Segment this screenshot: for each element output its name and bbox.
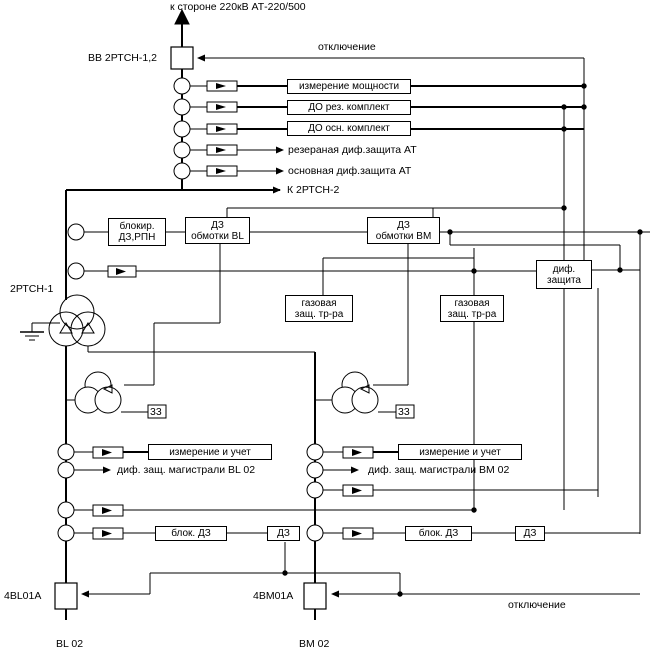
dz-bl-line1: ДЗ — [211, 219, 224, 231]
transformer-label: 2РТСН-1 — [10, 283, 54, 295]
ct-top-4 — [173, 141, 191, 159]
breaker-vv — [170, 46, 194, 70]
block-dz-rpn-box: блокир. ДЗ,РПН — [108, 218, 166, 246]
measurement-right-box: измерение и учет — [398, 444, 522, 460]
ct-top-1 — [173, 77, 191, 95]
gas1-line1: газовая — [301, 297, 337, 309]
gas-protection-box-1: газовая защ. тр-ра — [285, 295, 353, 322]
zz-right-label: 33 — [398, 406, 410, 418]
diff-bl-label: диф. защ. магистрали BL 02 — [117, 464, 256, 476]
bus-left-label: BL 02 — [56, 638, 84, 650]
diff-protection-box: диф. защита — [536, 260, 592, 289]
dz-right-box: ДЗ — [515, 526, 545, 541]
dz-left-box: ДЗ — [267, 526, 300, 541]
dz-bm-line2: обмотки ВМ — [375, 230, 432, 242]
block-dz-line1: блокир. — [119, 221, 155, 232]
block-dz-left-box: блок. ДЗ — [155, 526, 227, 541]
top-destination-label: к стороне 220кВ АТ-220/500 — [170, 1, 306, 13]
top-arrow — [174, 8, 190, 25]
dz-winding-bl-box: ДЗ обмотки BL — [185, 217, 250, 244]
breaker-right-label: 4BM01A — [253, 590, 294, 602]
ct-top-3 — [173, 120, 191, 138]
measurement-left-box: измерение и учет — [148, 444, 272, 460]
diff-line2: защита — [547, 274, 581, 286]
diff-bm-label: диф. защ. магистрали BM 02 — [368, 464, 510, 476]
breaker-vv-label: ВВ 2РТСН-1,2 — [88, 52, 157, 64]
gas2-line2: защ. тр-ра — [447, 308, 497, 320]
power-measurement-box: измерение мощности — [287, 79, 411, 94]
trip-label-top: отключение — [318, 41, 376, 53]
dz-winding-bm-box: ДЗ обмотки ВМ — [367, 217, 440, 244]
gas2-line1: газовая — [454, 297, 490, 309]
ct-top-5 — [173, 162, 191, 180]
main-diff-label: основная диф.защита АТ — [288, 165, 412, 177]
breaker-left-label: 4BL01A — [4, 590, 42, 602]
do-main-box: ДО осн. комплект — [287, 121, 411, 136]
do-reserve-box: ДО рез. комплект — [287, 100, 411, 115]
bus-right-label: BM 02 — [299, 638, 330, 650]
block-dz-right-box: блок. ДЗ — [405, 526, 472, 541]
trip-label-bottom: отключение — [508, 599, 566, 611]
diff-line1: диф. — [552, 263, 576, 275]
ct-connectors-top — [190, 85, 207, 172]
reserve-diff-label: резераная диф.защита АТ — [288, 144, 417, 156]
gas-protection-box-2: газовая защ. тр-ра — [440, 295, 504, 322]
zz-left-label: 33 — [150, 406, 162, 418]
gas1-line2: защ. тр-ра — [294, 308, 344, 320]
block-dz-line2: ДЗ,РПН — [118, 232, 156, 243]
dz-bm-line1: ДЗ — [397, 219, 410, 231]
to-2rtsn2-label: К 2РТСН-2 — [287, 184, 340, 196]
relay-arrows-top — [216, 83, 226, 174]
dz-bl-line2: обмотки BL — [191, 230, 244, 242]
ct-top-2 — [173, 98, 191, 116]
